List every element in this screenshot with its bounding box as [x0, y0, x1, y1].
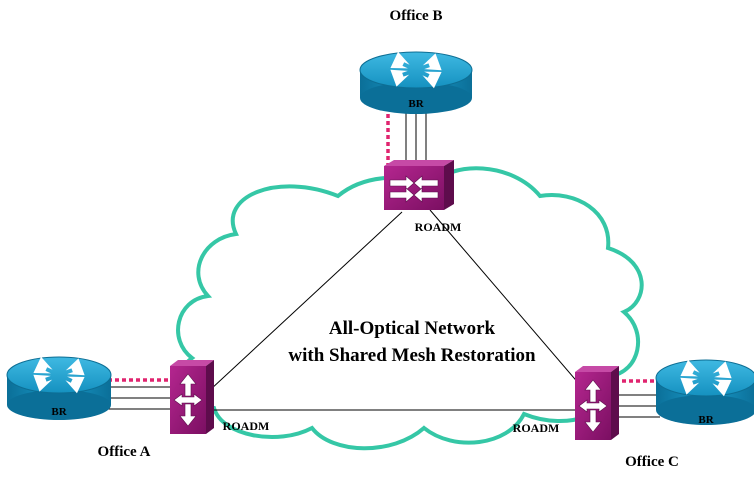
network-title-line2: with Shared Mesh Restoration: [288, 345, 536, 366]
optical-links: [209, 209, 587, 411]
router-b-label: BR: [408, 98, 424, 110]
roadm-switch-icon: [173, 373, 203, 427]
router-a-label: BR: [51, 406, 67, 418]
roadm-office-a[interactable]: [170, 360, 214, 434]
roadm-switch-icon: [389, 175, 439, 203]
roadm-a-label: ROADM: [223, 419, 270, 433]
office-c-uplinks: [615, 394, 660, 418]
router-office-b[interactable]: [359, 51, 473, 114]
office-a-label: Office A: [98, 444, 151, 460]
router-office-a[interactable]: [6, 356, 112, 420]
roadm-switch-icon: [578, 379, 608, 433]
roadm-c-label: ROADM: [513, 421, 560, 435]
roadm-office-c[interactable]: [575, 366, 619, 440]
network-cloud: [176, 166, 644, 451]
router-c-label: BR: [698, 414, 714, 426]
roadm-b-label: ROADM: [415, 220, 462, 234]
office-b-label: Office B: [390, 8, 443, 24]
office-c-label: Office C: [625, 454, 679, 470]
office-a-uplinks: [108, 386, 172, 410]
roadm-office-b[interactable]: [384, 160, 454, 210]
router-office-c[interactable]: [655, 359, 754, 425]
network-title-line1: All-Optical Network: [329, 318, 496, 339]
